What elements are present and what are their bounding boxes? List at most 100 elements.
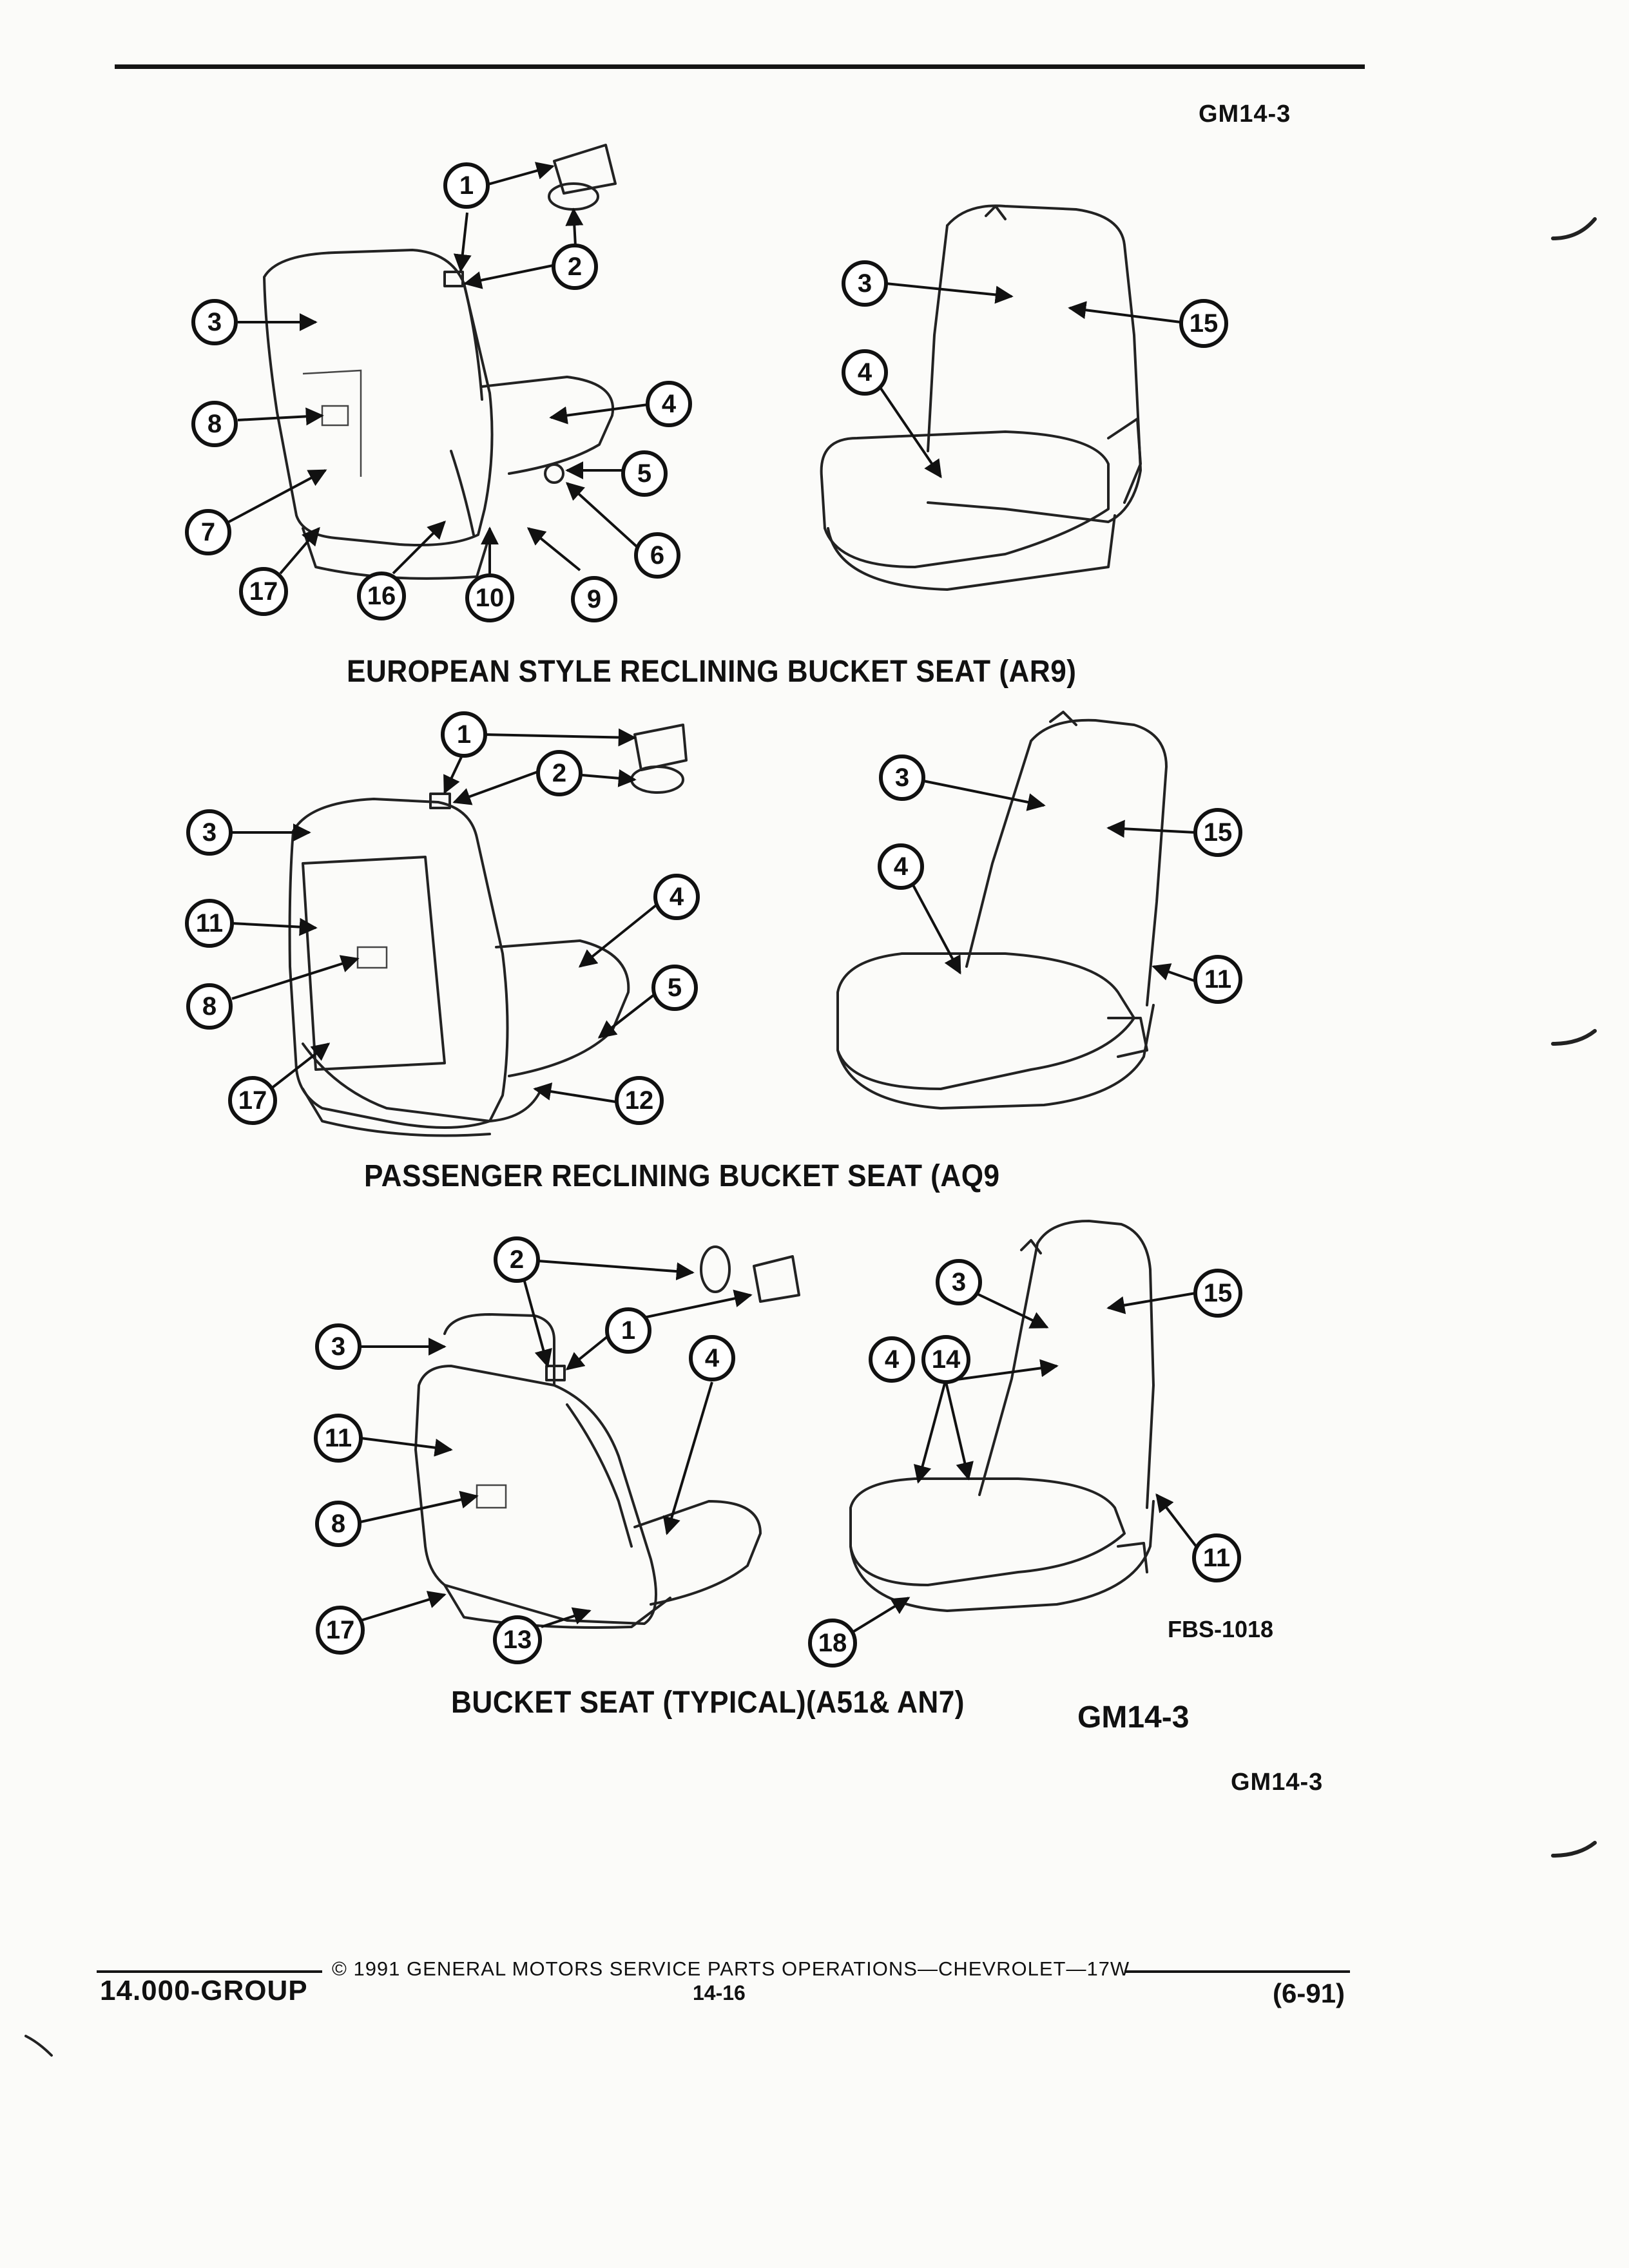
- callout-fig2-front-3: 3: [879, 754, 925, 801]
- callout-fig3-13: 13: [493, 1615, 542, 1664]
- svg-text:14: 14: [932, 1345, 961, 1374]
- svg-text:3: 3: [202, 818, 217, 847]
- passenger-seat-front-view: [836, 711, 1168, 1110]
- european-seat-rear-view: [263, 144, 617, 580]
- callout-fig2-1: 1: [441, 711, 487, 758]
- svg-text:5: 5: [637, 459, 651, 488]
- callout-fig2-11: 11: [185, 899, 234, 948]
- svg-text:4: 4: [662, 390, 677, 418]
- svg-text:7: 7: [201, 518, 215, 546]
- callout-fig2-5: 5: [651, 965, 698, 1011]
- svg-text:1: 1: [621, 1316, 635, 1345]
- footer-page-number: 14-16: [693, 1981, 746, 2004]
- callout-fig1-front-15: 15: [1179, 299, 1228, 348]
- callout-fig3-2: 2: [494, 1236, 540, 1283]
- passenger-seat-rear-view: [288, 724, 688, 1137]
- figure-code-top: GM14-3: [1199, 101, 1291, 128]
- svg-text:17: 17: [238, 1086, 267, 1115]
- svg-text:2: 2: [568, 253, 582, 281]
- callout-fig2-front-4: 4: [878, 843, 924, 890]
- callout-fig2-front-15: 15: [1193, 808, 1242, 857]
- svg-text:2: 2: [510, 1245, 524, 1274]
- svg-text:4: 4: [885, 1345, 900, 1374]
- svg-text:1: 1: [457, 720, 471, 749]
- svg-text:8: 8: [331, 1510, 345, 1538]
- svg-text:8: 8: [202, 992, 217, 1021]
- svg-text:12: 12: [625, 1086, 654, 1115]
- svg-text:3: 3: [895, 764, 909, 792]
- callout-fig2-17: 17: [228, 1076, 277, 1125]
- svg-text:9: 9: [587, 585, 601, 613]
- caption-figure-code: GM14-3: [1077, 1700, 1190, 1735]
- svg-text:11: 11: [1204, 965, 1231, 994]
- callout-fig1-9: 9: [571, 576, 617, 622]
- callout-fig3-front-4: 4: [869, 1336, 915, 1383]
- callout-fig3-11: 11: [314, 1414, 363, 1463]
- callout-fig3-4: 4: [689, 1335, 735, 1381]
- svg-text:4: 4: [894, 852, 909, 881]
- svg-text:3: 3: [952, 1268, 966, 1296]
- callout-fig1-2: 2: [552, 244, 598, 290]
- svg-text:4: 4: [858, 358, 872, 387]
- callout-fig3-front-3: 3: [936, 1259, 982, 1305]
- callout-fig1-5: 5: [621, 450, 668, 497]
- callout-fig3-1: 1: [605, 1307, 651, 1354]
- svg-text:15: 15: [1204, 1279, 1233, 1307]
- svg-text:10: 10: [476, 584, 505, 612]
- callout-fig1-16: 16: [357, 572, 406, 620]
- callout-fig1-10: 10: [465, 573, 514, 622]
- callout-fig1-3: 3: [191, 299, 238, 345]
- callout-fig1-6: 6: [634, 532, 680, 579]
- svg-text:15: 15: [1190, 309, 1219, 338]
- caption-bucket-seat: BUCKET SEAT (TYPICAL)(A51& AN7): [451, 1686, 965, 1720]
- svg-text:11: 11: [196, 909, 223, 937]
- figure-code-bottom: GM14-3: [1231, 1769, 1324, 1796]
- svg-text:17: 17: [249, 577, 278, 606]
- svg-text:3: 3: [207, 308, 222, 336]
- footer-date: (6-91): [1273, 1978, 1345, 2008]
- callout-fig2-12: 12: [615, 1076, 664, 1125]
- callout-fig3-front-18: 18: [808, 1619, 857, 1667]
- svg-text:1: 1: [459, 171, 474, 200]
- illustration-code: FBS-1018: [1168, 1616, 1274, 1642]
- footer-group: 14.000-GROUP: [100, 1975, 308, 2006]
- bucket-seat-rear-view: [414, 1245, 800, 1629]
- callout-fig2-3: 3: [186, 809, 233, 856]
- svg-text:17: 17: [326, 1616, 355, 1644]
- callout-fig1-front-3: 3: [842, 260, 888, 307]
- callout-fig1-17: 17: [239, 567, 288, 616]
- svg-text:13: 13: [503, 1626, 532, 1654]
- callout-fig3-front-11: 11: [1192, 1533, 1241, 1582]
- svg-text:16: 16: [367, 582, 396, 610]
- svg-text:4: 4: [705, 1344, 720, 1372]
- callout-fig2-2: 2: [536, 750, 583, 796]
- footer-rule-right: [1124, 1970, 1350, 1973]
- svg-text:15: 15: [1204, 818, 1233, 847]
- header-rule: [115, 64, 1365, 69]
- svg-text:18: 18: [818, 1629, 847, 1657]
- callout-group-figure3: 2 1 3 11 8 17 13 4 3 4 14 15 11 18: [314, 1236, 1242, 1667]
- callout-fig2-4: 4: [653, 874, 700, 920]
- caption-european-seat: EUROPEAN STYLE RECLINING BUCKET SEAT (AR…: [347, 655, 1077, 689]
- callout-fig1-7: 7: [185, 509, 231, 555]
- svg-text:3: 3: [858, 269, 872, 298]
- callout-fig3-3: 3: [315, 1323, 361, 1370]
- svg-text:5: 5: [668, 974, 682, 1002]
- footer-rule-left: [97, 1970, 322, 1973]
- callout-fig1-4: 4: [646, 381, 692, 427]
- european-seat-front-view: [820, 204, 1142, 591]
- callout-fig2-8: 8: [186, 983, 233, 1030]
- svg-text:2: 2: [552, 759, 566, 787]
- callout-fig3-front-15: 15: [1193, 1269, 1242, 1318]
- svg-text:8: 8: [207, 410, 222, 438]
- callout-fig1-front-4: 4: [842, 349, 888, 396]
- footer-copyright: © 1991 GENERAL MOTORS SERVICE PARTS OPER…: [332, 1957, 1130, 1980]
- bucket-seat-front-view: [849, 1220, 1155, 1612]
- callout-fig3-front-14: 14: [921, 1335, 970, 1384]
- svg-text:3: 3: [331, 1332, 345, 1361]
- callout-group-figure2: 1 2 3 11 8 17 4 5 12 3 4 15 11: [185, 711, 1242, 1125]
- callout-fig2-front-11: 11: [1193, 955, 1242, 1004]
- callout-fig1-1: 1: [443, 162, 490, 209]
